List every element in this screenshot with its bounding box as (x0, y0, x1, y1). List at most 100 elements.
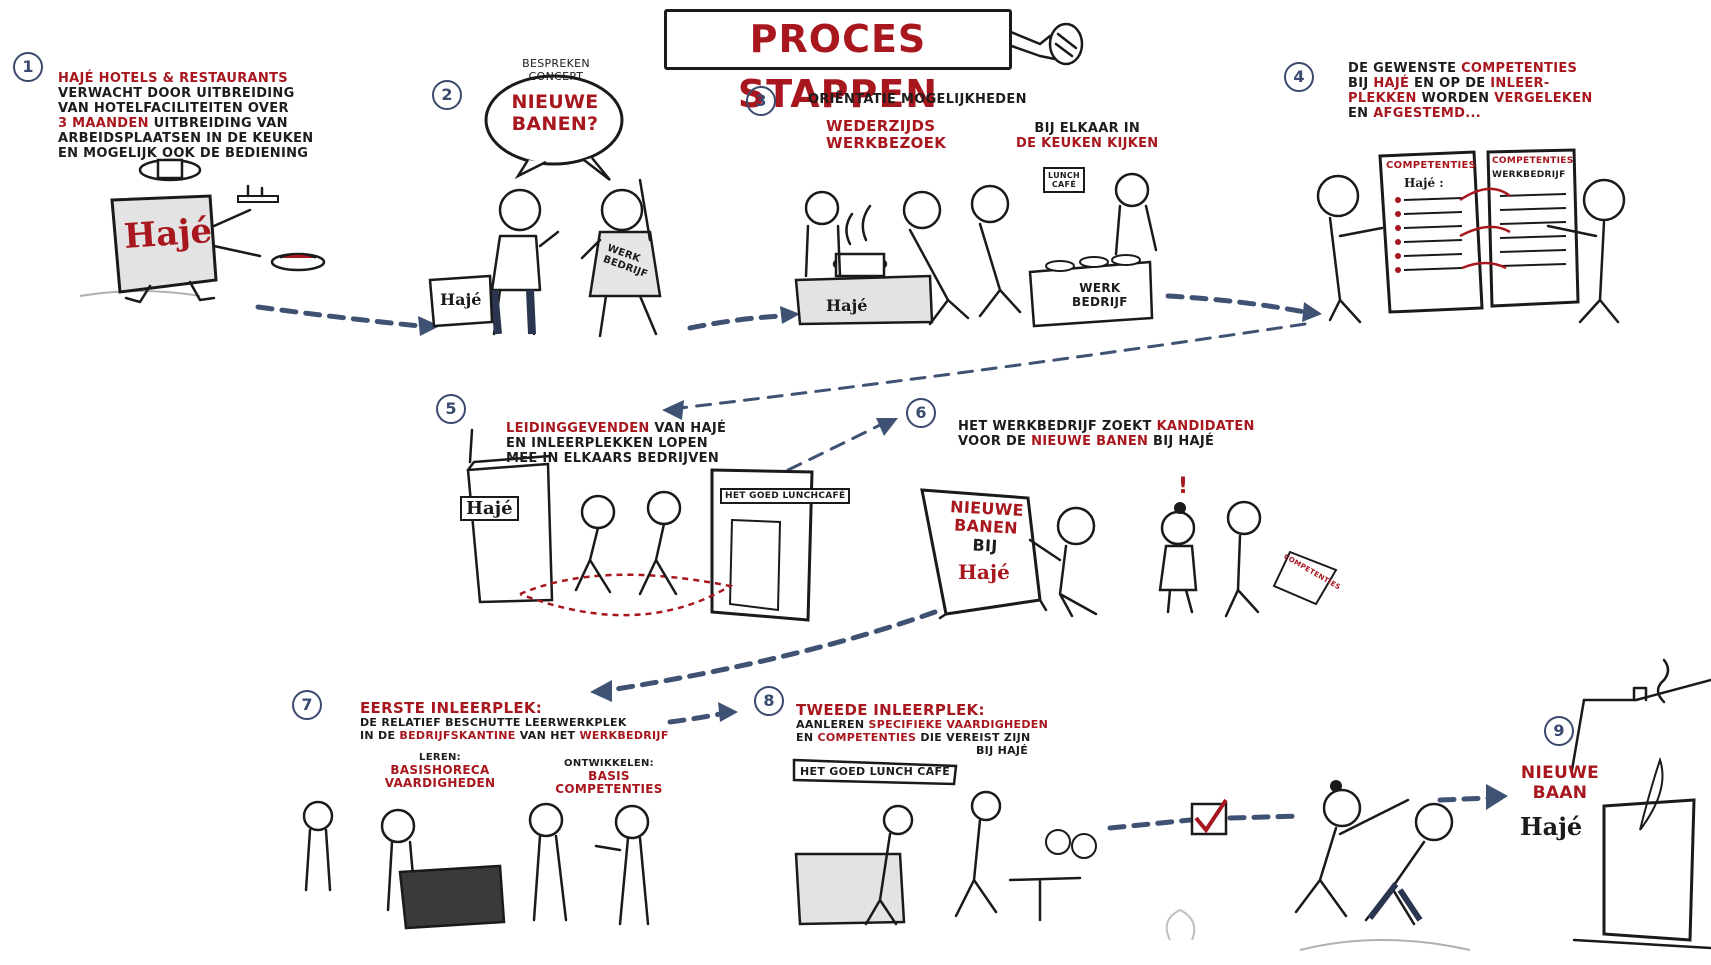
step-2-caption: BESPREKEN CONCEPT (506, 57, 606, 83)
checkmark-icon (1190, 798, 1228, 836)
step-3-heading: ORIËNTATIE MOGELIJKHEDEN (808, 92, 1027, 107)
house (1570, 658, 1711, 950)
step-1-line-1: HAJÉ HOTELS & RESTAURANTS (58, 71, 288, 86)
step-2-bubble-line-2: BANEN? (511, 112, 599, 135)
job-sign-scene (920, 488, 1338, 620)
step-4-line-1: DE GEWENSTE COMPETENTIES (1348, 61, 1668, 77)
step-number-7: 7 (292, 690, 322, 720)
step-8-line-2-a: AANLEREN (796, 718, 869, 732)
step-4-line-2-b: HAJÉ (1373, 75, 1410, 91)
step-3-lunch-cafe-sign: LUNCH CAFÉ (1046, 171, 1082, 189)
step-4-line-3: PLEKKEN WORDEN VERGELEKEN (1348, 90, 1668, 107)
step-5-line-2: EN INLEERPLEKKEN LOPEN (506, 435, 708, 451)
step-8-line-3-c: DIE VEREIST ZIJN (916, 730, 1031, 744)
step-6-line-1-black: HET WERKBEDRIJF ZOEKT (958, 419, 1157, 434)
step-8-line-3-a: EN (796, 730, 818, 744)
step-number-2: 2 (432, 80, 462, 110)
step-6-line-2-b: NIEUWE BANEN (1031, 433, 1149, 449)
step-6-board-logo: Hajé (958, 560, 1010, 584)
step-7-develop-label: ONTWIKKELEN: BASIS COMPETENTIES (544, 758, 674, 797)
step-5-text: LEIDINGGEVENDEN VAN HAJÉ EN INLEERPLEKKE… (506, 421, 806, 467)
step-4-line-2: BIJ HAJÉ EN OP DE INLEER- (1348, 75, 1668, 92)
step-8-line-3-b: COMPETENTIES (817, 730, 917, 744)
step-8-cafe-sign: HET GOED LUNCH CAFÉ (800, 765, 951, 778)
step-8-text: TWEEDE INLEERPLEK: AANLEREN SPECIFIEKE V… (796, 701, 1156, 757)
step-4-board-left-sub: Hajé : (1404, 176, 1444, 190)
step-1-text: HAJÉ HOTELS & RESTAURANTS VERWACHT DOOR … (58, 71, 398, 162)
step-7-line-2: DE RELATIEF BESCHUTTE LEERWERKPLEK (360, 716, 627, 730)
step-7-line-3-a: IN DE (360, 728, 400, 742)
step-1-line-5: ARBEIDSPLAATSEN IN DE KEUKEN (58, 130, 314, 146)
step-3-counter-line-2: BEDRIJF (1072, 294, 1128, 309)
step-number-1: 1 (13, 52, 43, 82)
step-1-line-2: VERWACHT DOOR UITBREIDING (58, 85, 295, 101)
step-1-line-6: EN MOGELIJK OOK DE BEDIENING (58, 145, 309, 161)
step-4-line-2-d: INLEER- (1490, 75, 1550, 91)
step-4-line-4-a: EN (1348, 105, 1374, 121)
step-5-lunchcafe-sign: HET GOED LUNCHCAFÉ (720, 488, 851, 505)
step-6-text: HET WERKBEDRIJF ZOEKT KANDIDATEN VOOR DE… (958, 419, 1338, 450)
step-3-left-line-2: WERKBEZOEK (826, 134, 947, 153)
step-7-line-3-d: WERKBEDRIJF (579, 728, 669, 742)
step-1-line-4-black: UITBREIDING VAN (148, 115, 288, 131)
step-8-line-2-b: SPECIFIEKE VAARDIGHEDEN (868, 718, 1049, 732)
step-4-board-left-title: COMPETENTIES (1386, 160, 1477, 171)
step-7-develop-line-2: COMPETENTIES (555, 782, 663, 797)
person-werkbedrijf (580, 178, 662, 338)
step-7-learn-line-1: BASISHORECA (390, 762, 490, 777)
step-9-line-2: BAAN (1532, 782, 1588, 803)
step-8-line-4: BIJ Hajé (976, 743, 1029, 757)
step-3-counter-line-1: WERK (1079, 281, 1121, 295)
step-3-sign-line-2: CAFÉ (1051, 180, 1077, 190)
step-4-text: DE GEWENSTE COMPETENTIES BIJ HAJÉ EN OP … (1348, 61, 1668, 122)
step-3-counter-haje: Hajé (826, 296, 868, 315)
step-4-line-2-c: EN OP DE (1409, 75, 1491, 91)
step-number-8: 8 (754, 686, 784, 716)
step-3-left-label: WEDERZIJDS WERKBEZOEK (826, 117, 947, 153)
running-people (1294, 780, 1471, 951)
step-2-bubble-line-1: NIEUWE (511, 91, 599, 113)
step-number-4: 4 (1284, 62, 1314, 92)
step-6-line-1: HET WERKBEDRIJF ZOEKT KANDIDATEN (958, 419, 1338, 435)
kitchen-scene (794, 167, 1158, 328)
lunch-cafe-scene (792, 758, 1196, 941)
person-manager (428, 188, 560, 336)
step-number-3: 3 (746, 86, 776, 116)
step-7-learn-title: LEREN: (419, 752, 461, 763)
competence-boards (1316, 148, 1626, 324)
haje-box-figure (79, 158, 326, 304)
speech-bubble (484, 74, 624, 181)
step-1-line-4-red: 3 MAANDEN (58, 115, 149, 131)
step-5-line-1-red: LEIDINGGEVENDEN (506, 421, 650, 436)
step-3-right-line-2: DE KEUKEN KIJKEN (1016, 135, 1159, 151)
step-5-line-1: LEIDINGGEVENDEN VAN HAJÉ (506, 421, 806, 437)
step-9-haje-logo: Hajé (1520, 812, 1583, 841)
step-3-right-label: BIJ ELKAAR IN DE KEUKEN KIJKEN (1016, 121, 1159, 152)
step-4-line-1-black: DE GEWENSTE (1348, 61, 1462, 76)
step-5-line-3: MEE IN ELKAARS BEDRIJVEN (506, 450, 720, 466)
step-6-line-1-red: KANDIDATEN (1156, 419, 1255, 434)
step-1-line-4: 3 MAANDEN UITBREIDING VAN (58, 115, 398, 132)
step-2-caption-line-2: CONCEPT (528, 69, 584, 83)
step-3-left-line-1: WEDERZIJDS (826, 117, 936, 135)
step-4-line-1-red: COMPETENTIES (1461, 61, 1578, 76)
step-1-line-3: VAN HOTELFACILITEITEN OVER (58, 100, 289, 116)
step-number-9: 9 (1544, 716, 1574, 746)
step-7-text: EERSTE INLEERPLEK: DE RELATIEF BESCHUTTE… (360, 699, 720, 743)
step-4-line-3-a: PLEKKEN (1348, 90, 1417, 106)
step-6-line-2-c: BIJ HAJÉ (1148, 433, 1215, 449)
haje-logo-step-1: Hajé (122, 210, 214, 258)
step-7-line-3-c: VAN HET (515, 728, 580, 742)
step-8-heading: TWEEDE INLEERPLEK: (796, 701, 985, 719)
canteen-scene (302, 800, 650, 930)
step-2-bubble-text: NIEUWE BANEN? (500, 91, 610, 136)
step-4-line-2-a: BIJ (1348, 75, 1374, 91)
step-4-board-right-sub: WERKBEDRIJF (1492, 170, 1566, 180)
step-7-learn-line-2: VAARDIGHEDEN (384, 776, 496, 791)
door-scene (466, 428, 814, 622)
step-4-line-4: EN AFGESTEMD... (1348, 105, 1668, 122)
step-2-caption-line-1: BESPREKEN (522, 57, 590, 70)
step-number-5: 5 (436, 394, 466, 424)
